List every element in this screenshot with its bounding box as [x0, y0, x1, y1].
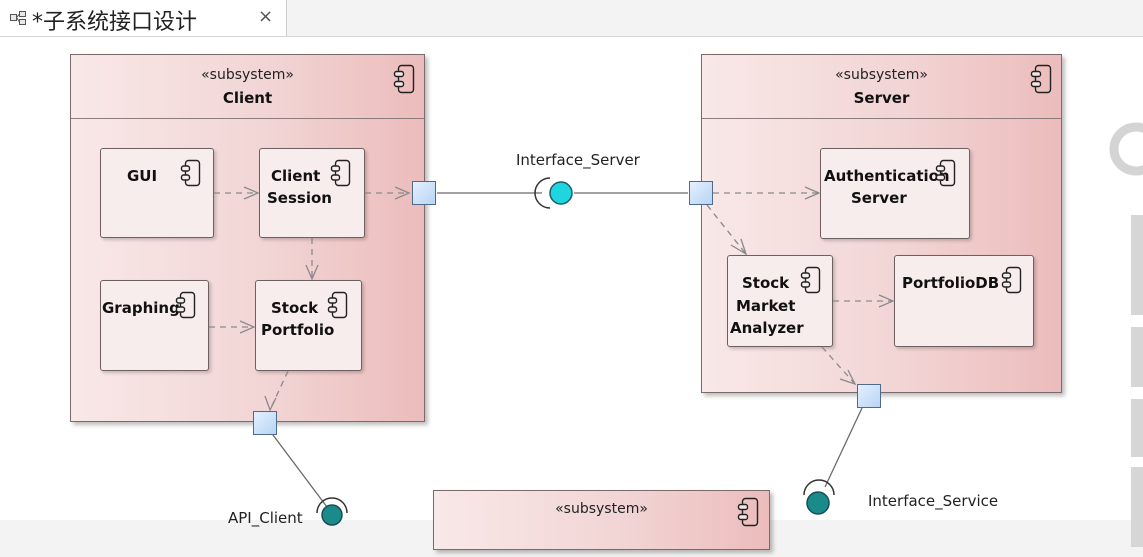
component-label: Portfolio — [261, 321, 335, 339]
arrowhead — [394, 186, 411, 200]
tab-bar: *子系统接口设计 × — [0, 0, 1143, 37]
diagram-icon — [10, 11, 26, 25]
subsystem-header: «subsystem» Server — [702, 55, 1061, 119]
component-authentication-server[interactable]: Authentication Server — [820, 148, 970, 239]
assembly-line — [272, 434, 328, 508]
component-label: Market — [736, 297, 796, 315]
dependency-port-analyzer — [706, 204, 747, 255]
component-label: Server — [851, 189, 907, 207]
stereotype-label: «subsystem» — [555, 501, 648, 517]
close-icon[interactable]: × — [258, 6, 274, 27]
stereotype-label: «subsystem» — [835, 67, 928, 83]
component-icon — [1030, 64, 1052, 94]
port-client-right[interactable] — [412, 181, 436, 205]
interface-socket — [534, 177, 551, 209]
interface-ball — [806, 491, 830, 515]
interface-ball — [549, 181, 573, 205]
arrowhead — [239, 320, 256, 334]
component-label: Graphing — [102, 299, 180, 317]
port-client-bottom[interactable] — [253, 411, 277, 435]
component-graphing[interactable]: Graphing — [100, 280, 209, 371]
diagram-tab[interactable]: *子系统接口设计 × — [0, 0, 287, 36]
component-label: Authentication — [824, 167, 950, 185]
component-stock-market-analyzer[interactable]: Stock Market Analyzer — [727, 255, 833, 347]
component-client-session[interactable]: Client Session — [259, 148, 365, 238]
component-label: Stock — [271, 299, 319, 317]
dependency-analyzer-port — [821, 346, 856, 385]
diagram-canvas[interactable]: «subsystem» Client «subsystem» Server «s… — [0, 37, 1143, 550]
assembly-line — [824, 407, 863, 488]
watermark-logo — [1109, 122, 1143, 547]
arrowhead — [804, 186, 821, 200]
subsystem-name: Server — [853, 89, 910, 107]
arrowhead — [730, 238, 748, 256]
interface-label-service: Interface_Service — [868, 492, 999, 510]
port-server-left[interactable] — [689, 181, 713, 205]
interface-label-api-client: API_Client — [228, 509, 303, 527]
component-label: GUI — [127, 167, 158, 185]
subsystem-header: «subsystem» Client — [71, 55, 424, 119]
component-label: Stock — [742, 274, 790, 292]
subsystem-name: Client — [222, 89, 273, 107]
arrowhead — [264, 395, 277, 412]
stereotype-label: «subsystem» — [201, 67, 294, 83]
arrowhead — [878, 294, 895, 308]
component-gui[interactable]: GUI — [100, 148, 214, 238]
subsystem-client[interactable]: «subsystem» Client — [70, 54, 425, 422]
arrowhead — [243, 186, 260, 200]
tab-title: *子系统接口设计 — [32, 10, 198, 35]
component-label: Session — [267, 189, 332, 207]
arrowhead — [305, 264, 319, 281]
interface-socket — [803, 479, 835, 496]
arrowhead — [839, 369, 857, 386]
interface-ball — [321, 504, 343, 526]
component-label: Client — [271, 167, 321, 185]
component-icon — [393, 64, 415, 94]
component-stock-portfolio[interactable]: Stock Portfolio — [255, 280, 362, 371]
port-server-bottom[interactable] — [857, 384, 881, 408]
component-label: Analyzer — [730, 319, 804, 337]
component-label: PortfolioDB — [902, 274, 1000, 292]
component-portfoliodb[interactable]: PortfolioDB — [894, 255, 1034, 347]
connectors-layer — [209, 177, 895, 526]
interface-socket — [316, 497, 348, 514]
interface-label-server: Interface_Server — [516, 151, 640, 169]
